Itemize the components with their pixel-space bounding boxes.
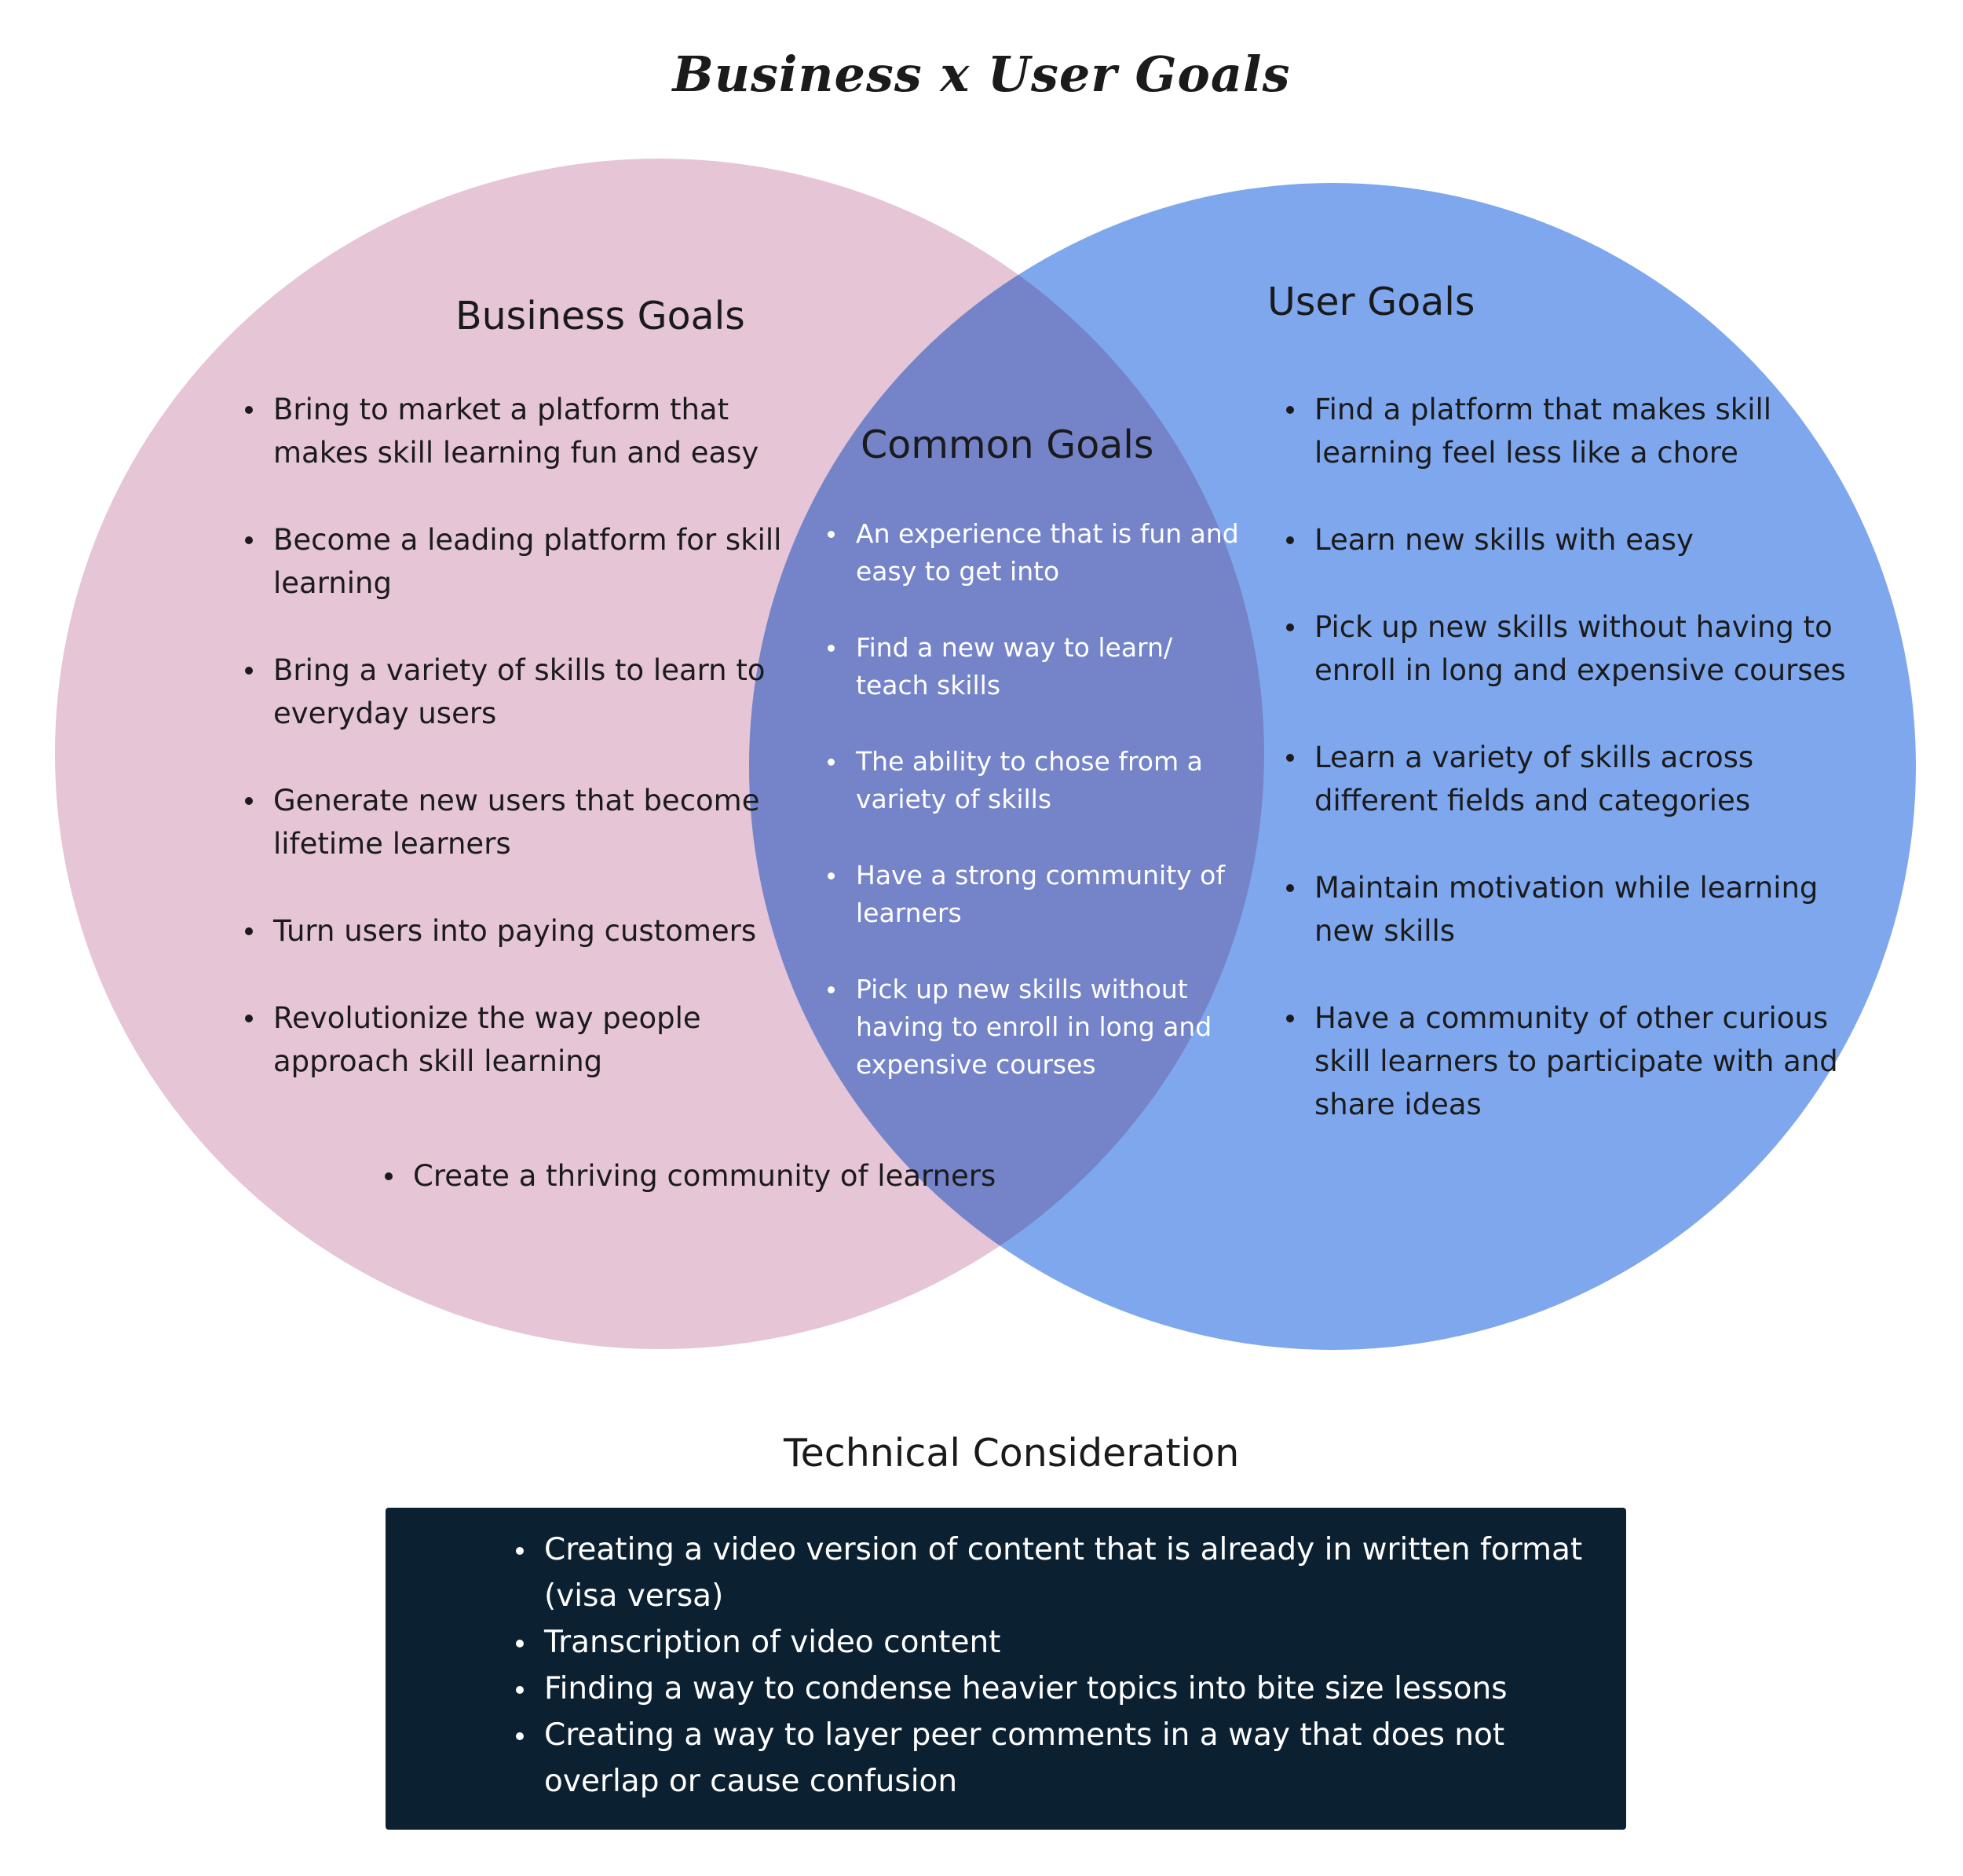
- list-item: Learn a variety of skills across differe…: [1286, 736, 1880, 822]
- list-item: Become a leading platform for skill lear…: [245, 518, 807, 605]
- user-goals-list: Find a platform that makes skill learnin…: [1278, 388, 1880, 1170]
- list-item: Learn new skills with easy: [1286, 518, 1880, 561]
- list-item: The ability to chose from a variety of s…: [828, 743, 1248, 818]
- list-item: Creating a way to layer peer comments in…: [516, 1712, 1628, 1805]
- business-goals-list: Bring to market a platform that makes sk…: [237, 388, 807, 1127]
- business-goals-heading: Business Goals: [455, 294, 745, 338]
- technical-consideration-heading: Technical Consideration: [784, 1431, 1240, 1476]
- diagram-title: Business x User Goals: [672, 46, 1291, 103]
- list-item: Finding a way to condense heavier topics…: [516, 1666, 1628, 1712]
- list-item: Generate new users that become lifetime …: [245, 779, 807, 865]
- user-goals-heading: User Goals: [1267, 280, 1475, 324]
- business-extra-list: Create a thriving community of learners: [377, 1154, 1120, 1198]
- list-item: Have a strong community of learners: [828, 857, 1248, 932]
- list-item: An experience that is fun and easy to ge…: [828, 515, 1248, 591]
- venn-diagram: [55, 159, 1916, 1350]
- list-item: Find a new way to learn/ teach skills: [828, 629, 1248, 704]
- list-item: Transcription of video content: [516, 1619, 1628, 1666]
- list-item: Creating a video version of content that…: [516, 1527, 1628, 1619]
- list-item: Have a community of other curious skill …: [1286, 997, 1880, 1126]
- list-item: Bring a variety of skills to learn to ev…: [245, 649, 807, 735]
- common-goals-list: An experience that is fun and easy to ge…: [820, 515, 1248, 1122]
- list-item: Turn users into paying customers: [245, 909, 807, 953]
- list-item: Find a platform that makes skill learnin…: [1286, 388, 1880, 474]
- technical-consideration-list: Creating a video version of content that…: [508, 1527, 1628, 1805]
- list-item: Maintain motivation while learning new s…: [1286, 866, 1880, 953]
- common-goals-overlap: [749, 183, 1264, 1349]
- common-goals-heading: Common Goals: [861, 422, 1154, 467]
- list-item: Bring to market a platform that makes sk…: [245, 388, 807, 474]
- list-item: Pick up new skills without having to enr…: [828, 971, 1248, 1084]
- list-item: Revolutionize the way people approach sk…: [245, 997, 807, 1083]
- technical-consideration-box: Creating a video version of content that…: [386, 1508, 1626, 1830]
- list-item: Pick up new skills without having to enr…: [1286, 605, 1880, 692]
- list-item: Create a thriving community of learners: [385, 1154, 1120, 1198]
